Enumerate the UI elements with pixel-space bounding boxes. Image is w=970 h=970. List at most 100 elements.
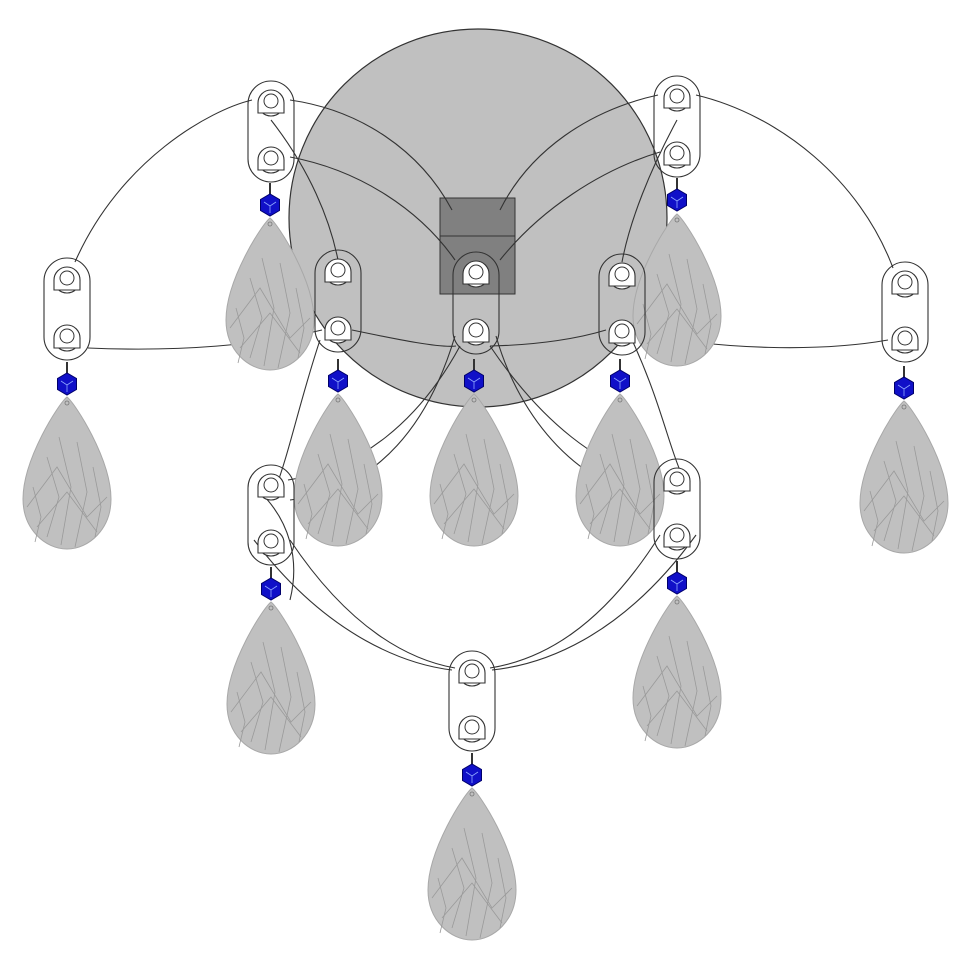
pendant-facet bbox=[249, 277, 263, 359]
wire-arm-icon bbox=[289, 539, 456, 669]
pendant-assembly bbox=[225, 183, 315, 371]
pendant-facet bbox=[883, 460, 897, 542]
bracket-knob-inner bbox=[897, 274, 913, 290]
pendant-facet bbox=[479, 832, 493, 939]
bracket-knob-inner bbox=[263, 93, 279, 109]
pendant-facet bbox=[295, 287, 305, 359]
teardrop-pendant-icon bbox=[429, 393, 519, 547]
bracket-knob-inner bbox=[59, 270, 75, 286]
pendant-facet bbox=[363, 463, 373, 535]
pendant-facet bbox=[646, 690, 708, 732]
bead-facet bbox=[331, 377, 345, 389]
bracket-outline bbox=[448, 650, 496, 752]
bead-facet bbox=[264, 585, 278, 597]
pendant-facet bbox=[239, 312, 301, 354]
pendant-facet bbox=[296, 671, 306, 743]
bead-facet bbox=[613, 377, 627, 389]
wire-arm-icon bbox=[257, 489, 295, 601]
pendant-facet bbox=[497, 857, 507, 929]
pendant-facet bbox=[863, 470, 945, 522]
pendant-facet bbox=[32, 486, 42, 543]
pendant-hole bbox=[469, 791, 475, 797]
bracket-knob-inner bbox=[330, 262, 346, 278]
pendant-facet bbox=[451, 847, 465, 929]
pendant-facet bbox=[307, 488, 369, 530]
pendant-hole bbox=[64, 400, 70, 406]
pendant-facet bbox=[277, 262, 291, 369]
arm-bracket-icon bbox=[43, 257, 91, 361]
bracket-knob-inner bbox=[464, 663, 480, 679]
pendant-hole bbox=[674, 599, 680, 605]
bracket-knob-inner bbox=[263, 533, 279, 549]
pendant-assembly bbox=[22, 362, 112, 550]
bracket-knob-inner bbox=[468, 322, 484, 338]
pendant-facet bbox=[262, 641, 276, 751]
pendant-facet bbox=[911, 445, 925, 552]
pendant-facet bbox=[656, 273, 670, 355]
bracket-outline bbox=[881, 261, 929, 363]
pendant-facet bbox=[636, 283, 718, 335]
pendant-group bbox=[22, 178, 949, 941]
pendant-facet bbox=[656, 655, 670, 737]
pendant-facet bbox=[585, 483, 595, 540]
pendant-assembly bbox=[632, 561, 722, 749]
pendant-facet bbox=[873, 495, 935, 537]
crystal-bead-icon bbox=[462, 763, 482, 787]
bracket-outline bbox=[247, 464, 295, 566]
crystal-bead-icon bbox=[894, 376, 914, 400]
pendant-facet bbox=[481, 438, 495, 545]
bracket-knob-inner bbox=[330, 320, 346, 336]
wire-arm-icon bbox=[270, 119, 339, 261]
bracket-outline bbox=[598, 253, 646, 356]
crystal-bead-icon bbox=[667, 571, 687, 595]
teardrop-pendant-icon bbox=[427, 787, 517, 941]
bracket-knob-inner bbox=[669, 471, 685, 487]
bracket-knob-inner bbox=[669, 145, 685, 161]
pendant-facet bbox=[599, 453, 613, 535]
pendant-facet bbox=[236, 691, 246, 748]
bracket-knob-inner bbox=[263, 477, 279, 493]
wire-arm-icon bbox=[499, 94, 659, 211]
wire-arm-icon bbox=[631, 339, 683, 476]
pendant-facet bbox=[230, 671, 312, 723]
bracket-outline bbox=[452, 251, 500, 355]
pendant-facet bbox=[702, 283, 712, 355]
pendant-facet bbox=[684, 640, 698, 747]
bracket-knob-inner bbox=[669, 88, 685, 104]
pendant-facet bbox=[240, 696, 302, 738]
bracket-knob-inner bbox=[464, 719, 480, 735]
pendant-facet bbox=[431, 857, 513, 909]
pendant-facet bbox=[278, 646, 292, 753]
wire-arm-icon bbox=[499, 151, 661, 261]
pendant-facet bbox=[611, 433, 625, 543]
pendant-facet bbox=[46, 456, 60, 538]
crystal-bead-icon bbox=[464, 369, 484, 393]
bead-facet bbox=[467, 377, 481, 389]
pendant-facet bbox=[929, 470, 939, 542]
pendant-assembly bbox=[575, 359, 665, 547]
pendant-facet bbox=[441, 882, 503, 924]
teardrop-pendant-icon bbox=[575, 393, 665, 547]
pendant-facet bbox=[702, 665, 712, 737]
wire-arm-icon bbox=[621, 119, 678, 263]
pendant-facet bbox=[250, 661, 264, 743]
crystal-bead-icon bbox=[260, 193, 280, 217]
pendant-hole bbox=[901, 404, 907, 410]
pendant-facet bbox=[345, 438, 359, 545]
arm-bracket-icon bbox=[452, 251, 500, 355]
arm-bracket-icon bbox=[247, 80, 295, 183]
bead-facet bbox=[897, 384, 911, 396]
bracket-knob-inner bbox=[897, 330, 913, 346]
pendant-facet bbox=[627, 438, 641, 545]
pendant-facet bbox=[261, 257, 275, 367]
pendant-hole bbox=[335, 397, 341, 403]
bracket-knob-inner bbox=[263, 150, 279, 166]
arm-bracket-icon bbox=[247, 464, 295, 566]
pendant-assembly bbox=[427, 753, 517, 941]
bracket-group bbox=[43, 75, 929, 752]
arm-bracket-icon bbox=[881, 261, 929, 363]
pendant-facet bbox=[463, 827, 477, 937]
bracket-outline bbox=[653, 458, 701, 560]
pendant-facet bbox=[684, 258, 698, 365]
